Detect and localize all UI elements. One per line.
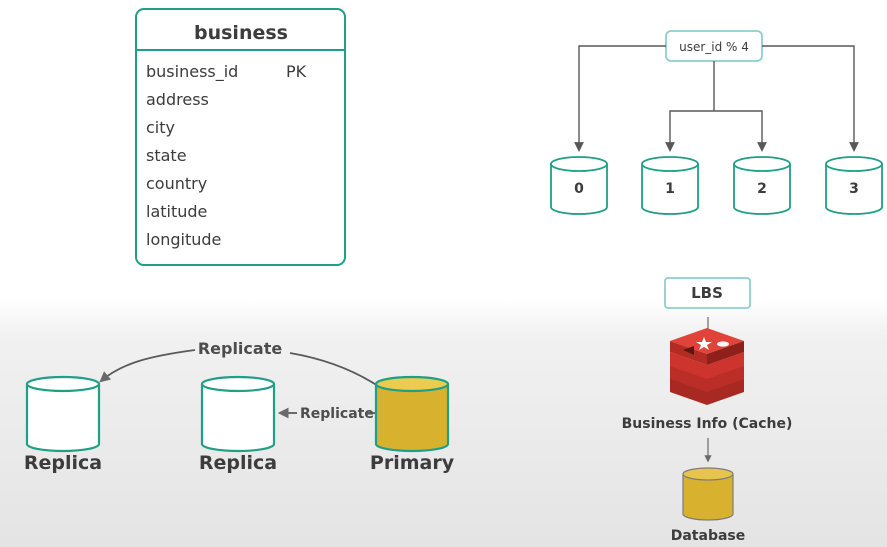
database-cylinder-icon [550, 164, 608, 215]
business-field-latitude: latitude [146, 202, 207, 221]
business-table-box [135, 8, 346, 266]
database-cylinder-top [825, 156, 883, 172]
business-field-business-id: business_id [146, 62, 238, 82]
replica-middle-label: Replica [199, 452, 277, 474]
business-field-longitude: longitude [146, 230, 221, 249]
database-cylinder-icon [733, 164, 791, 215]
replica-middle: Replica [199, 375, 277, 474]
business-pk-label: PK [286, 62, 307, 81]
shard-router-label: user_id % 4 [679, 40, 749, 54]
replicate-top-arrow [99, 349, 196, 383]
shard-database-0: 0 [550, 156, 608, 215]
database-cylinder-icon [682, 474, 734, 521]
shard-label-3: 3 [849, 181, 859, 197]
database-cylinder-top [550, 156, 608, 172]
lbs-box [664, 277, 751, 309]
business-info-cache-label: Business Info (Cache) [622, 416, 793, 432]
business-field-city: city [146, 118, 175, 137]
database-cylinder-top [25, 375, 101, 393]
replica-left: Replica [24, 375, 102, 474]
business-field-address: address [146, 90, 209, 109]
shard-label-2: 2 [757, 181, 767, 197]
shard-database-2: 2 [733, 156, 791, 215]
database-node: Database [671, 467, 746, 544]
shard-link-2 [714, 110, 767, 152]
business-field-country: country [146, 174, 207, 193]
database-cylinder-icon [641, 164, 699, 215]
database-cylinder-top [682, 467, 734, 481]
shard-link-0 [574, 45, 666, 152]
business-field-state: state [146, 146, 187, 165]
shard-link-1 [665, 110, 714, 152]
sharding-diagram: user_id % 4 0 1 2 3 [550, 30, 883, 215]
business-table-title: business [194, 22, 288, 44]
cache-path-diagram: LBS Business Info (Cache) Database [622, 277, 793, 544]
shard-label-0: 0 [574, 181, 584, 197]
replication-diagram: Replicate Replica Replica Replicate Prim… [24, 339, 455, 474]
database-cylinder-icon [25, 384, 101, 453]
database-cylinder-top [641, 156, 699, 172]
replicate-top-tail [289, 352, 382, 389]
shard-database-1: 1 [641, 156, 699, 215]
database-label: Database [671, 528, 746, 544]
shard-label-1: 1 [665, 181, 675, 197]
primary-label: Primary [370, 452, 455, 474]
replicate-middle-label: Replicate [300, 406, 374, 422]
shard-link-3 [762, 45, 859, 152]
database-cylinder-top [200, 375, 276, 393]
database-cylinder-top [733, 156, 791, 172]
shard-database-3: 3 [825, 156, 883, 215]
lbs-label: LBS [691, 284, 723, 302]
database-cylinder-top [374, 375, 450, 393]
database-cylinder-icon [825, 164, 883, 215]
replica-left-label: Replica [24, 452, 102, 474]
database-cylinder-icon [374, 384, 450, 453]
database-cylinder-icon [200, 384, 276, 453]
replicate-top-label: Replicate [198, 339, 283, 358]
business-table: business business_id PK address city sta… [135, 8, 346, 266]
redis-stack-icon [670, 328, 744, 405]
primary-database: Primary [370, 375, 455, 474]
